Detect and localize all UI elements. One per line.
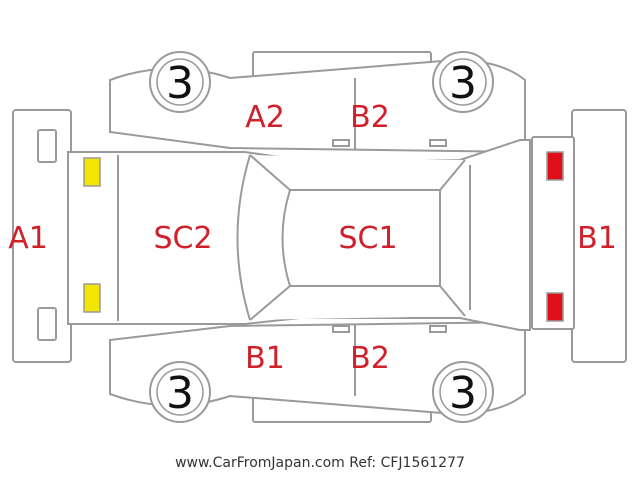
tire-rear-right: 3 <box>432 361 494 423</box>
car-body-top-view <box>67 139 531 331</box>
tire-front-left: 3 <box>149 51 211 113</box>
headlight-bottom <box>83 283 101 313</box>
label-b1-bottom: B1 <box>245 341 285 376</box>
taillight-bottom <box>546 292 564 322</box>
label-sc1: SC1 <box>338 221 397 256</box>
tire-rear-left: 3 <box>432 51 494 113</box>
tire-rear-left-value: 3 <box>449 58 477 109</box>
source-reference: www.CarFromJapan.com Ref: CFJ1561277 <box>175 455 465 471</box>
label-a1: A1 <box>8 221 48 256</box>
label-b2-top: B2 <box>350 100 390 135</box>
label-b2-bottom: B2 <box>350 341 390 376</box>
tire-rear-right-value: 3 <box>449 368 477 419</box>
tire-front-right-value: 3 <box>166 368 194 419</box>
headlight-top <box>83 157 101 187</box>
label-b1-right: B1 <box>577 221 617 256</box>
tire-front-right: 3 <box>149 361 211 423</box>
rear-bumper <box>531 109 627 363</box>
label-sc2: SC2 <box>153 221 212 256</box>
label-a2: A2 <box>245 100 285 135</box>
taillight-top <box>546 151 564 181</box>
tire-front-left-value: 3 <box>166 58 194 109</box>
